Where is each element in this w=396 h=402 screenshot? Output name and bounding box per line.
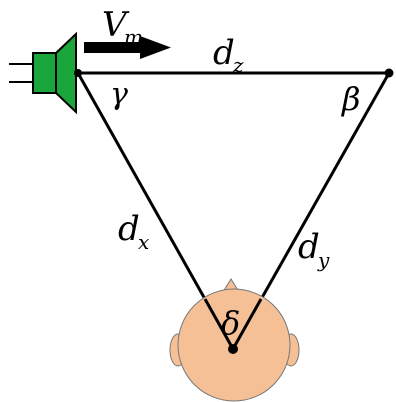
velocity-label: V: [102, 5, 130, 45]
listener-vertex-dot: [228, 344, 238, 354]
side-dy-line-over-head: [231, 298, 263, 350]
angle-gamma-label: γ: [110, 77, 128, 112]
side-dy-subscript: y: [317, 248, 330, 272]
side-dx-line-over-head: [203, 298, 235, 350]
velocity-subscript: m: [124, 25, 143, 49]
side-dy-label: d: [298, 227, 320, 267]
right-vertex-dot: [384, 68, 394, 78]
side-dz-subscript: z: [232, 53, 244, 77]
angle-delta-label: δ: [221, 304, 240, 342]
side-dx-subscript: x: [138, 230, 149, 254]
speaker-vertex-dot: [74, 69, 82, 77]
side-dx-label: d: [118, 209, 140, 249]
angle-beta-label: β: [341, 80, 361, 118]
side-dz-label: d: [213, 33, 235, 73]
speaker-icon: [9, 31, 77, 115]
velocity-arrow-icon: [84, 36, 171, 59]
